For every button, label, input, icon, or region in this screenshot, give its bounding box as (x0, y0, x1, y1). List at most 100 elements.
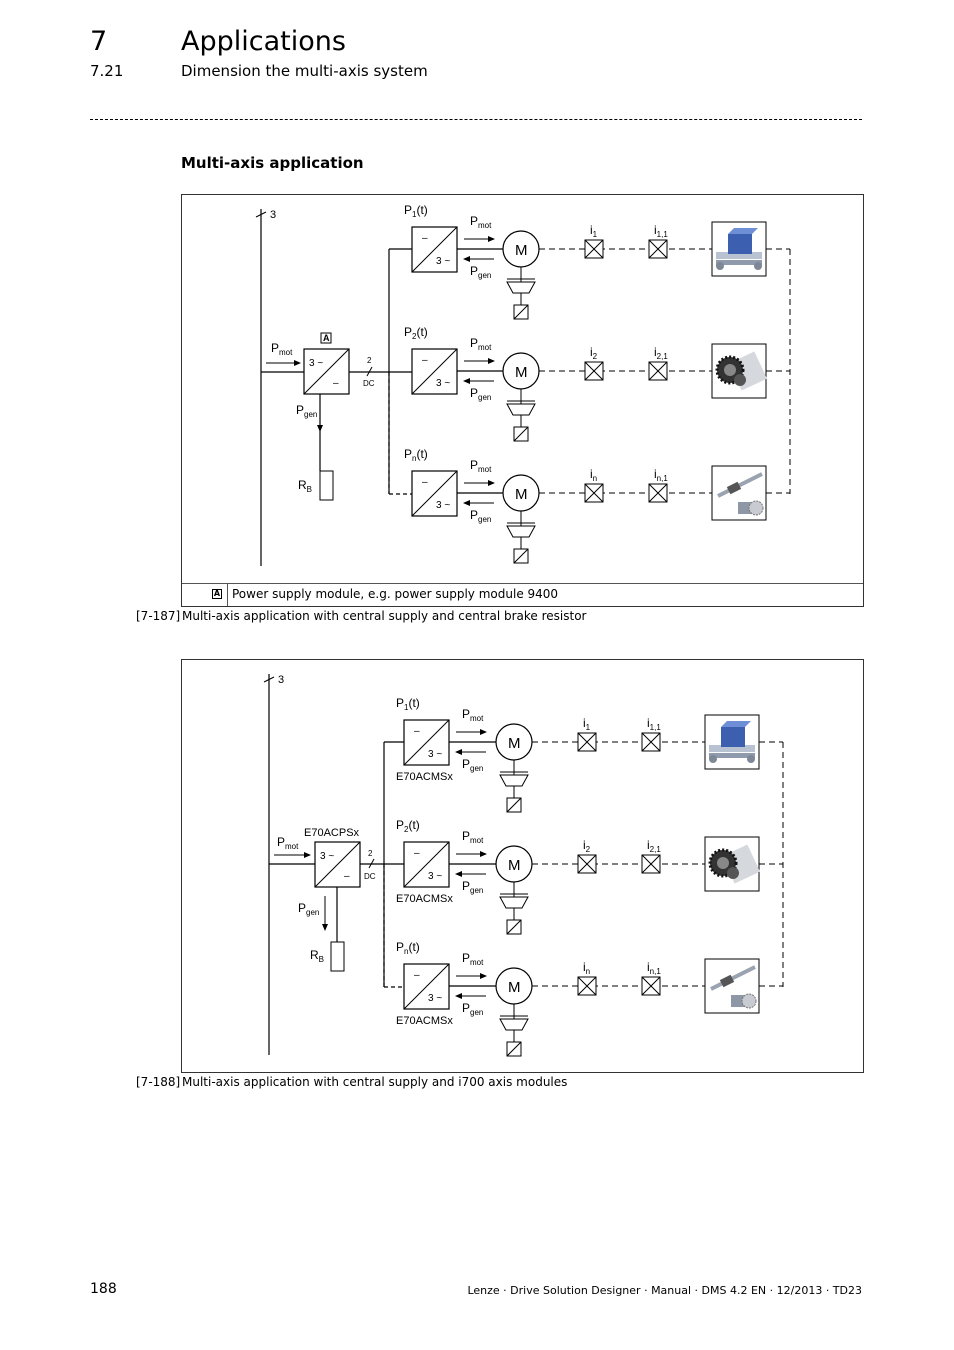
dc-label: DC (363, 379, 375, 388)
gearbox-2-icon: i1,1 (641, 716, 661, 752)
pgen-label: P (296, 403, 304, 417)
gear-ratio-label: i1 (590, 223, 598, 239)
axis-module-label: E70ACMSx (396, 893, 453, 905)
motor-icon: M (502, 352, 540, 390)
supply-module-label: E70ACPSx (304, 827, 360, 839)
svg-text:3 ~: 3 ~ (436, 256, 450, 267)
gear-ratio-label: in (590, 467, 597, 483)
gearbox-1-icon: i1 (584, 223, 604, 259)
machine-spindle-gear-icon (704, 958, 760, 1014)
caption-text: Multi-axis application with central supp… (182, 1075, 568, 1089)
brake-resistor (330, 941, 345, 972)
svg-text:3 ~: 3 ~ (309, 358, 323, 369)
chapter-title: Applications (181, 26, 346, 57)
axis-pmot-label: Pmot (470, 214, 492, 230)
rb-label: R (310, 948, 319, 962)
axis-module-label: E70ACMSx (396, 1015, 453, 1027)
machine-gear-roller-icon (711, 343, 768, 399)
svg-text:M: M (515, 486, 528, 503)
section-title: Dimension the multi-axis system (181, 62, 428, 80)
figure-i700-axis-modules: 3 Pmot E70ACPSx 3 ~ – 2 DC Pgen RB P1(t)… (181, 659, 864, 1073)
gear-ratio-label: i2 (590, 345, 598, 361)
gearbox-2-icon: in,1 (648, 467, 668, 503)
svg-text:–: – (422, 233, 428, 244)
axis-pgen-label: Pgen (470, 264, 491, 280)
axis-pgen-label: Pgen (462, 757, 483, 773)
svg-text:3 ~: 3 ~ (428, 749, 442, 760)
axis-power-label: Pn(t) (396, 940, 420, 956)
axis-pmot-label: Pmot (462, 951, 484, 967)
header-divider (90, 119, 862, 120)
motor-icon: M (495, 967, 533, 1005)
svg-text:Pmot: Pmot (277, 835, 299, 851)
brake-encoder-icon (506, 389, 536, 442)
gearbox-2-icon: i2,1 (641, 838, 661, 874)
figure-legend: A Power supply module, e.g. power supply… (182, 583, 863, 606)
svg-text:–: – (422, 477, 428, 488)
machine-linear-slide-icon (704, 714, 760, 770)
gear-ratio-label: i1,1 (647, 716, 661, 732)
svg-text:3 ~: 3 ~ (436, 378, 450, 389)
axis-pmot-label: Pmot (462, 829, 484, 845)
svg-text:M: M (515, 242, 528, 259)
gearbox-1-icon: i1 (577, 716, 597, 752)
chapter-number: 7 (90, 26, 108, 57)
inverter: – 3 ~ (411, 470, 458, 517)
brake-encoder-icon (506, 511, 536, 564)
dc-count: 2 (368, 849, 373, 858)
svg-text:–: – (344, 871, 350, 882)
brake-encoder-icon (499, 760, 529, 813)
axis-pgen-label: Pgen (470, 386, 491, 402)
gearbox-2-icon: i1,1 (648, 223, 668, 259)
inverter: –3 ~ (411, 348, 458, 395)
svg-text:–: – (333, 378, 339, 389)
svg-text:–: – (414, 726, 420, 737)
caption-number: [7-188] (136, 1075, 181, 1089)
machine-linear-slide-icon (711, 221, 767, 277)
svg-text:–: – (414, 970, 420, 981)
axis-power-label: P1(t) (396, 696, 420, 712)
svg-text:RB: RB (298, 478, 312, 494)
pmot-label: P (271, 341, 279, 355)
svg-text:Pgen: Pgen (298, 901, 319, 917)
motor-icon: M (495, 723, 533, 761)
machine-gear-roller-icon (704, 836, 761, 892)
legend-key: A (212, 589, 222, 599)
axis-pgen-label: Pgen (470, 508, 491, 524)
svg-text:M: M (515, 364, 528, 381)
axis-power-label: P2(t) (396, 818, 420, 834)
svg-text:3 ~: 3 ~ (428, 871, 442, 882)
rb-label: R (298, 478, 307, 492)
axis-power-label: P2(t) (404, 325, 428, 341)
svg-text:M: M (508, 735, 521, 752)
svg-text:3 ~: 3 ~ (428, 993, 442, 1004)
module-marker: A (323, 333, 330, 343)
svg-text:–: – (414, 848, 420, 859)
svg-text:3 ~: 3 ~ (436, 500, 450, 511)
inverter: – 3 ~ (403, 719, 450, 766)
gear-ratio-label: i2,1 (647, 838, 661, 854)
axis-pmot-label: Pmot (470, 336, 492, 352)
svg-text:Pgen: Pgen (296, 403, 317, 419)
axis-pgen-label: Pgen (462, 1001, 483, 1017)
dc-count: 2 (367, 356, 372, 365)
svg-text:Pmot: Pmot (271, 341, 293, 357)
power-supply-module: 3 ~ – A (303, 332, 350, 395)
gearbox-1-icon: in (577, 960, 597, 996)
inverter: – 3 ~ (411, 226, 458, 273)
gear-ratio-label: in,1 (647, 960, 661, 976)
figure-caption-1: [7-187]Multi-axis application with centr… (136, 609, 586, 623)
axis-power-label: Pn(t) (404, 447, 428, 463)
brake-encoder-icon (506, 267, 536, 320)
motor-icon: M (495, 845, 533, 883)
gear-ratio-label: i1,1 (654, 223, 668, 239)
section-number: 7.21 (90, 62, 124, 80)
axis-module-label: E70ACMSx (396, 771, 453, 783)
gear-ratio-label: i1 (583, 716, 591, 732)
